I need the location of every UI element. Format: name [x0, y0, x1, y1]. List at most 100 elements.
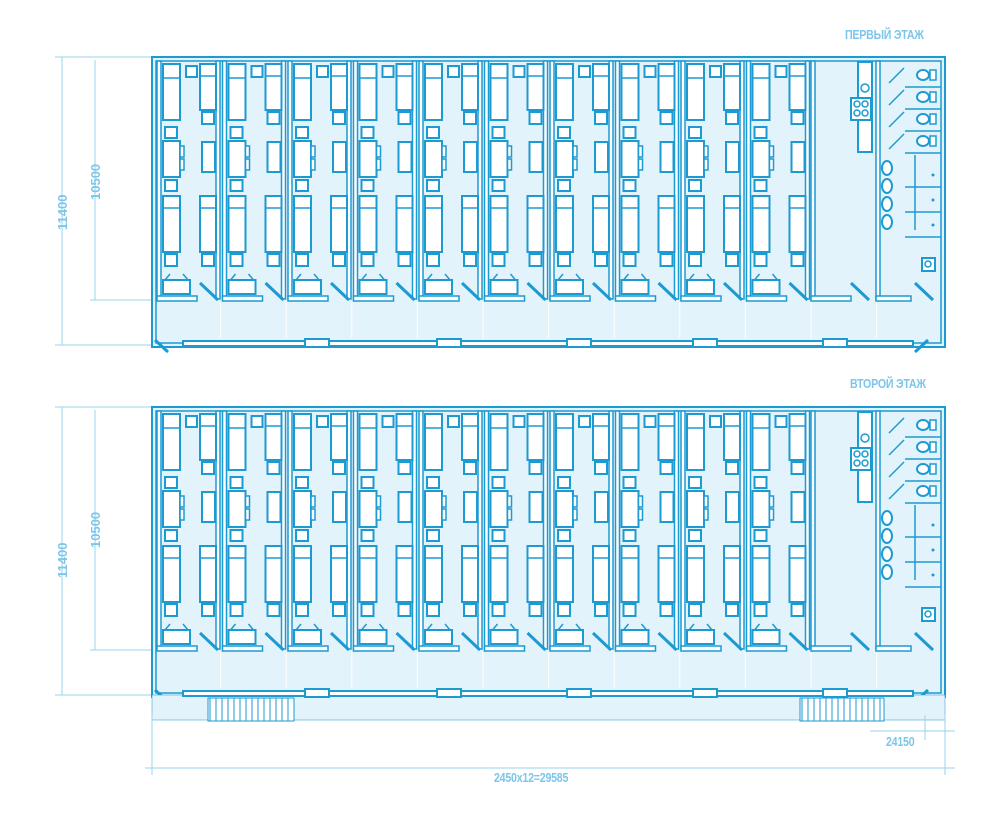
table [424, 490, 443, 528]
room-door [526, 281, 547, 302]
wardrobe [293, 279, 322, 295]
shower-drain [931, 573, 935, 577]
stool [201, 111, 215, 125]
kitchen-door [849, 631, 871, 652]
bed [723, 63, 741, 111]
bed [592, 413, 610, 461]
kitchen-sink [860, 433, 870, 443]
wardrobe [751, 629, 781, 645]
nightstand [709, 415, 722, 428]
bed [555, 63, 574, 121]
stall-door [888, 133, 905, 150]
stool [295, 603, 309, 617]
room-door [264, 281, 285, 302]
bed [657, 413, 676, 461]
toilet-front-wall [875, 295, 912, 302]
wardrobe-door [688, 273, 695, 281]
chair [310, 508, 316, 521]
washbasin [881, 528, 893, 544]
utility-sink-bowl [924, 260, 932, 268]
stool [463, 253, 477, 267]
room-door [526, 631, 547, 652]
nightstand [643, 415, 657, 428]
stool [426, 476, 440, 489]
stool [201, 253, 215, 267]
wardrobe-door [509, 273, 517, 281]
nightstand [774, 65, 788, 78]
total-length-dimension: 2450x12=29585 [494, 770, 569, 785]
toilet-door [913, 281, 935, 302]
room-front-wall [221, 295, 264, 302]
bed [199, 63, 217, 111]
chair [703, 145, 709, 158]
bed [788, 63, 807, 111]
nightstand [316, 65, 329, 78]
nightstand [774, 415, 788, 428]
room-front-wall [156, 645, 198, 652]
bed [657, 195, 676, 253]
stool [491, 126, 506, 139]
wardrobe-door [491, 273, 499, 281]
wardrobe-door [622, 273, 630, 281]
stool [622, 126, 637, 139]
chair [572, 508, 578, 521]
bed [227, 413, 247, 471]
stool [164, 603, 178, 617]
washbasin [881, 178, 893, 194]
utility-sink-bowl [924, 610, 932, 618]
table [751, 490, 771, 528]
bed [489, 545, 509, 603]
stool [332, 111, 346, 125]
bed [330, 413, 348, 461]
stool [557, 179, 571, 192]
nightstand [447, 65, 460, 78]
wardrobe [555, 279, 584, 295]
stool [753, 529, 768, 542]
stool [622, 529, 637, 542]
bed [199, 195, 217, 253]
bed [592, 545, 610, 603]
wardrobe-door [295, 623, 302, 631]
room-front-wall [483, 295, 526, 302]
floor-2-outer-dimension: 11400 [55, 542, 70, 578]
bed [751, 195, 771, 253]
stool [753, 603, 768, 617]
chair [244, 145, 251, 158]
bed [461, 545, 479, 603]
bed [555, 195, 574, 253]
bed [686, 195, 705, 253]
wardrobe-door [444, 273, 451, 281]
wardrobe [751, 279, 781, 295]
window [304, 688, 330, 698]
chair [179, 145, 185, 158]
nightstand [381, 415, 395, 428]
table [162, 140, 181, 178]
cabinet [528, 491, 544, 523]
cabinet [397, 491, 413, 523]
bed [686, 63, 705, 121]
stool [725, 603, 739, 617]
wardrobe [293, 629, 322, 645]
room-door [788, 281, 809, 302]
wardrobe-door [640, 623, 648, 631]
stool [790, 111, 805, 125]
bed [330, 545, 348, 603]
room-front-wall [745, 295, 788, 302]
stool [360, 253, 375, 267]
room-wall [352, 410, 359, 650]
cabinet [397, 141, 413, 173]
stool [659, 253, 674, 267]
room-wall [352, 60, 359, 300]
room-wall [549, 60, 555, 300]
wardrobe-door [557, 273, 564, 281]
bed [751, 63, 771, 121]
toilet-bowl [916, 441, 930, 453]
stool [229, 603, 244, 617]
stool [528, 253, 543, 267]
stall-door [888, 67, 905, 84]
wardrobe-door [164, 273, 171, 281]
floor-1-outer-dimension: 11400 [55, 194, 70, 230]
bed [723, 545, 741, 603]
cabinet [790, 491, 806, 523]
